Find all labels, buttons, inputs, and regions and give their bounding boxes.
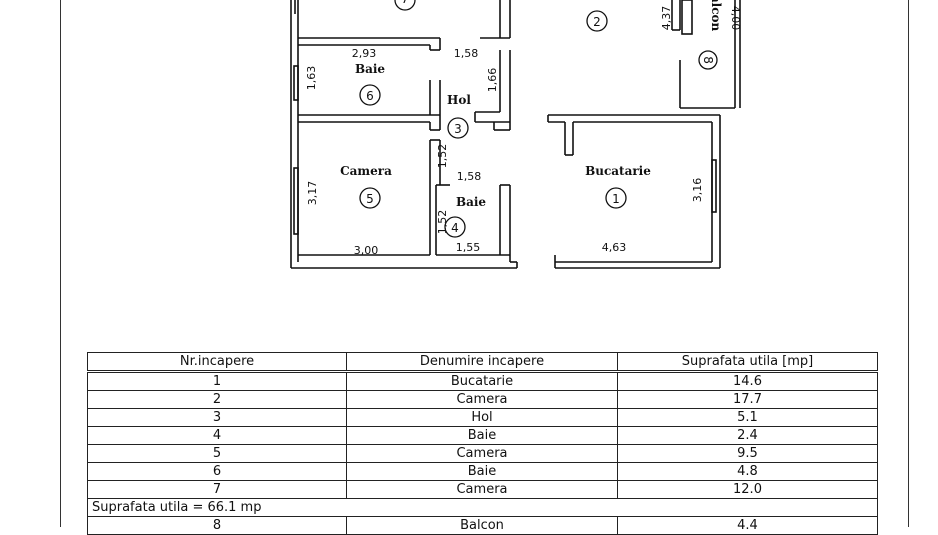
dim-4-37: 4,37 bbox=[660, 6, 673, 31]
room-1-name: Bucatarie bbox=[585, 164, 651, 178]
header-nr: Nr.incapere bbox=[87, 352, 347, 373]
room-8-number: 8 bbox=[701, 56, 715, 64]
dim-3-16: 3,16 bbox=[691, 178, 704, 203]
cell-area: 2.4 bbox=[617, 426, 878, 445]
table-row: 3 Hol 5.1 bbox=[87, 408, 878, 427]
table-header-row: Nr.incapere Denumire incapere Suprafata … bbox=[87, 352, 878, 373]
cell-area: 4.4 bbox=[617, 516, 878, 535]
cell-area: 9.5 bbox=[617, 444, 878, 463]
cell-area: 14.6 bbox=[617, 371, 878, 391]
cell-nr: 2 bbox=[87, 390, 347, 409]
cell-nr: 7 bbox=[87, 480, 347, 499]
room-7-number: 7 bbox=[401, 0, 409, 6]
table-row: 7 Camera 12.0 bbox=[87, 480, 878, 499]
room-1-number: 1 bbox=[612, 192, 620, 206]
table-row: 6 Baie 4.8 bbox=[87, 462, 878, 481]
cell-name: Balcon bbox=[346, 516, 618, 535]
cell-nr: 8 bbox=[87, 516, 347, 535]
dim-1-63: 1,63 bbox=[305, 66, 318, 91]
dim-1-66: 1,66 bbox=[486, 68, 499, 93]
table-row: 5 Camera 9.5 bbox=[87, 444, 878, 463]
table-total-row: Suprafata utila = 66.1 mp bbox=[87, 498, 878, 517]
cell-name: Camera bbox=[346, 390, 618, 409]
cell-nr: 5 bbox=[87, 444, 347, 463]
room-6-number: 6 bbox=[366, 89, 374, 103]
area-table: Nr.incapere Denumire incapere Suprafata … bbox=[87, 352, 878, 535]
cell-name: Baie bbox=[346, 462, 618, 481]
dim-1-58-top: 1,58 bbox=[454, 47, 479, 60]
room-5-number: 5 bbox=[366, 192, 374, 206]
table-row: 2 Camera 17.7 bbox=[87, 390, 878, 409]
cell-area: 12.0 bbox=[617, 480, 878, 499]
cell-nr: 3 bbox=[87, 408, 347, 427]
cell-name: Camera bbox=[346, 480, 618, 499]
dim-4-00: 4,00 bbox=[729, 6, 742, 31]
room-4-number: 4 bbox=[451, 221, 459, 235]
dim-1-55: 1,55 bbox=[456, 241, 481, 254]
cell-name: Baie bbox=[346, 426, 618, 445]
cell-area: 17.7 bbox=[617, 390, 878, 409]
room-2-number: 2 bbox=[593, 15, 601, 29]
page-border-right bbox=[908, 0, 909, 527]
plan-dimensions: 2,93 1,58 1,63 1,66 4,37 4,00 1,52 1,58 … bbox=[305, 6, 742, 257]
cell-nr: 6 bbox=[87, 462, 347, 481]
cell-nr: 1 bbox=[87, 371, 347, 391]
dim-1-52-top: 1,52 bbox=[436, 144, 449, 169]
table-row: 1 Bucatarie 14.6 bbox=[87, 371, 878, 391]
total-area: Suprafata utila = 66.1 mp bbox=[87, 498, 878, 517]
page-border-left bbox=[60, 0, 61, 527]
cell-name: Bucatarie bbox=[346, 371, 618, 391]
room-3-name: Hol bbox=[447, 93, 471, 107]
cell-name: Hol bbox=[346, 408, 618, 427]
cell-nr: 4 bbox=[87, 426, 347, 445]
plan-labels: 7 2 Baie 6 Hol 3 Camera 5 Baie 4 Bucatar… bbox=[340, 0, 723, 238]
room-6-name: Baie bbox=[355, 62, 385, 76]
header-name: Denumire incapere bbox=[346, 352, 618, 373]
plan-walls bbox=[290, 0, 741, 269]
cell-area: 5.1 bbox=[617, 408, 878, 427]
cell-name: Camera bbox=[346, 444, 618, 463]
dim-1-58-bath: 1,58 bbox=[457, 170, 482, 183]
table-row: 4 Baie 2.4 bbox=[87, 426, 878, 445]
dim-3-17: 3,17 bbox=[306, 181, 319, 206]
room-8-name: Balcon bbox=[709, 0, 723, 32]
room-3-number: 3 bbox=[454, 122, 462, 136]
dim-3-00: 3,00 bbox=[354, 244, 379, 257]
header-area: Suprafata utila [mp] bbox=[617, 352, 878, 373]
dim-1-52-bottom: 1,52 bbox=[436, 210, 449, 235]
dim-2-93: 2,93 bbox=[352, 47, 377, 60]
table-row-partial: 8 Balcon 4.4 bbox=[87, 516, 878, 535]
dim-4-63: 4,63 bbox=[602, 241, 627, 254]
cell-area: 4.8 bbox=[617, 462, 878, 481]
room-5-name: Camera bbox=[340, 164, 392, 178]
room-4-name: Baie bbox=[456, 195, 486, 209]
